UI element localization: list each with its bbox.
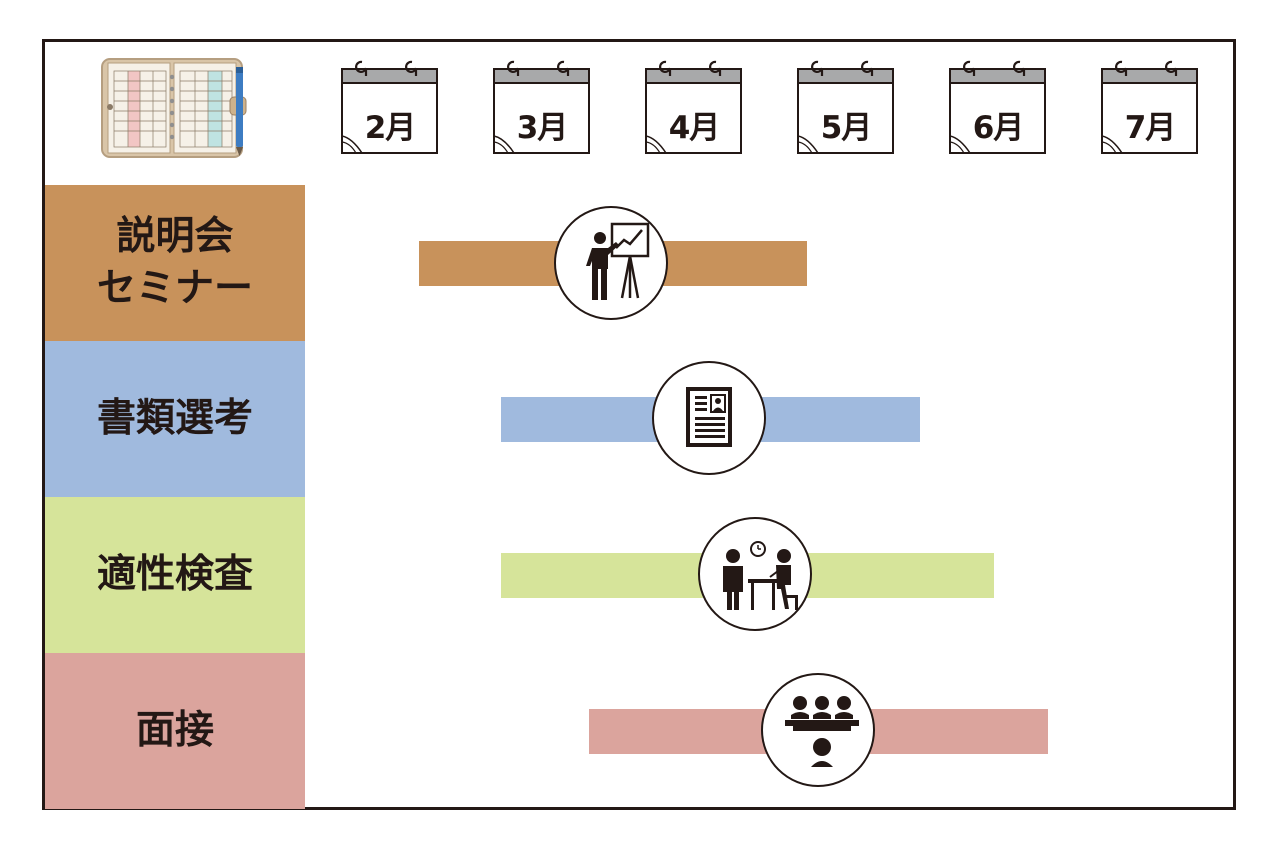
month-calendar: 3月 <box>492 56 592 156</box>
month-label: 4月 <box>668 110 721 146</box>
category-label: 適性検査 <box>96 552 253 597</box>
desk-calendar-icon <box>493 60 590 154</box>
resume-document-icon-circle <box>652 361 766 475</box>
test-taking-icon-circle <box>698 517 812 631</box>
desk-calendar-icon <box>949 60 1046 154</box>
month-calendar: 5月 <box>796 56 896 156</box>
presentation-icon-circle <box>554 206 668 320</box>
month-label: 5月 <box>820 110 873 146</box>
month-label: 6月 <box>972 110 1025 146</box>
month-label: 2月 <box>364 110 417 146</box>
month-label: 3月 <box>516 110 569 146</box>
category-aptitude-test: 適性検査 <box>45 497 305 653</box>
month-calendar: 6月 <box>948 56 1048 156</box>
interview-panel-icon-circle <box>761 673 875 787</box>
category-seminar: 説明会 セミナー <box>45 185 305 341</box>
resume-document-icon <box>686 387 732 447</box>
test-taking-icon <box>723 541 798 610</box>
desk-calendar-icon <box>797 60 894 154</box>
month-label: 7月 <box>1124 110 1177 146</box>
desk-calendar-icon <box>341 60 438 154</box>
category-label: 書類選考 <box>96 396 253 441</box>
month-calendar: 2月 <box>340 56 440 156</box>
category-document-screening: 書類選考 <box>45 341 305 497</box>
interview-panel-icon <box>785 696 859 767</box>
planner-notebook-icon <box>101 58 247 158</box>
month-calendar: 4月 <box>644 56 744 156</box>
category-label: 面接 <box>135 708 214 753</box>
category-label: 説明会 セミナー <box>96 214 253 311</box>
desk-calendar-icon <box>645 60 742 154</box>
desk-calendar-icon <box>1101 60 1198 154</box>
presentation-icon <box>586 222 650 300</box>
month-calendar: 7月 <box>1100 56 1200 156</box>
category-interview: 面接 <box>45 653 305 809</box>
